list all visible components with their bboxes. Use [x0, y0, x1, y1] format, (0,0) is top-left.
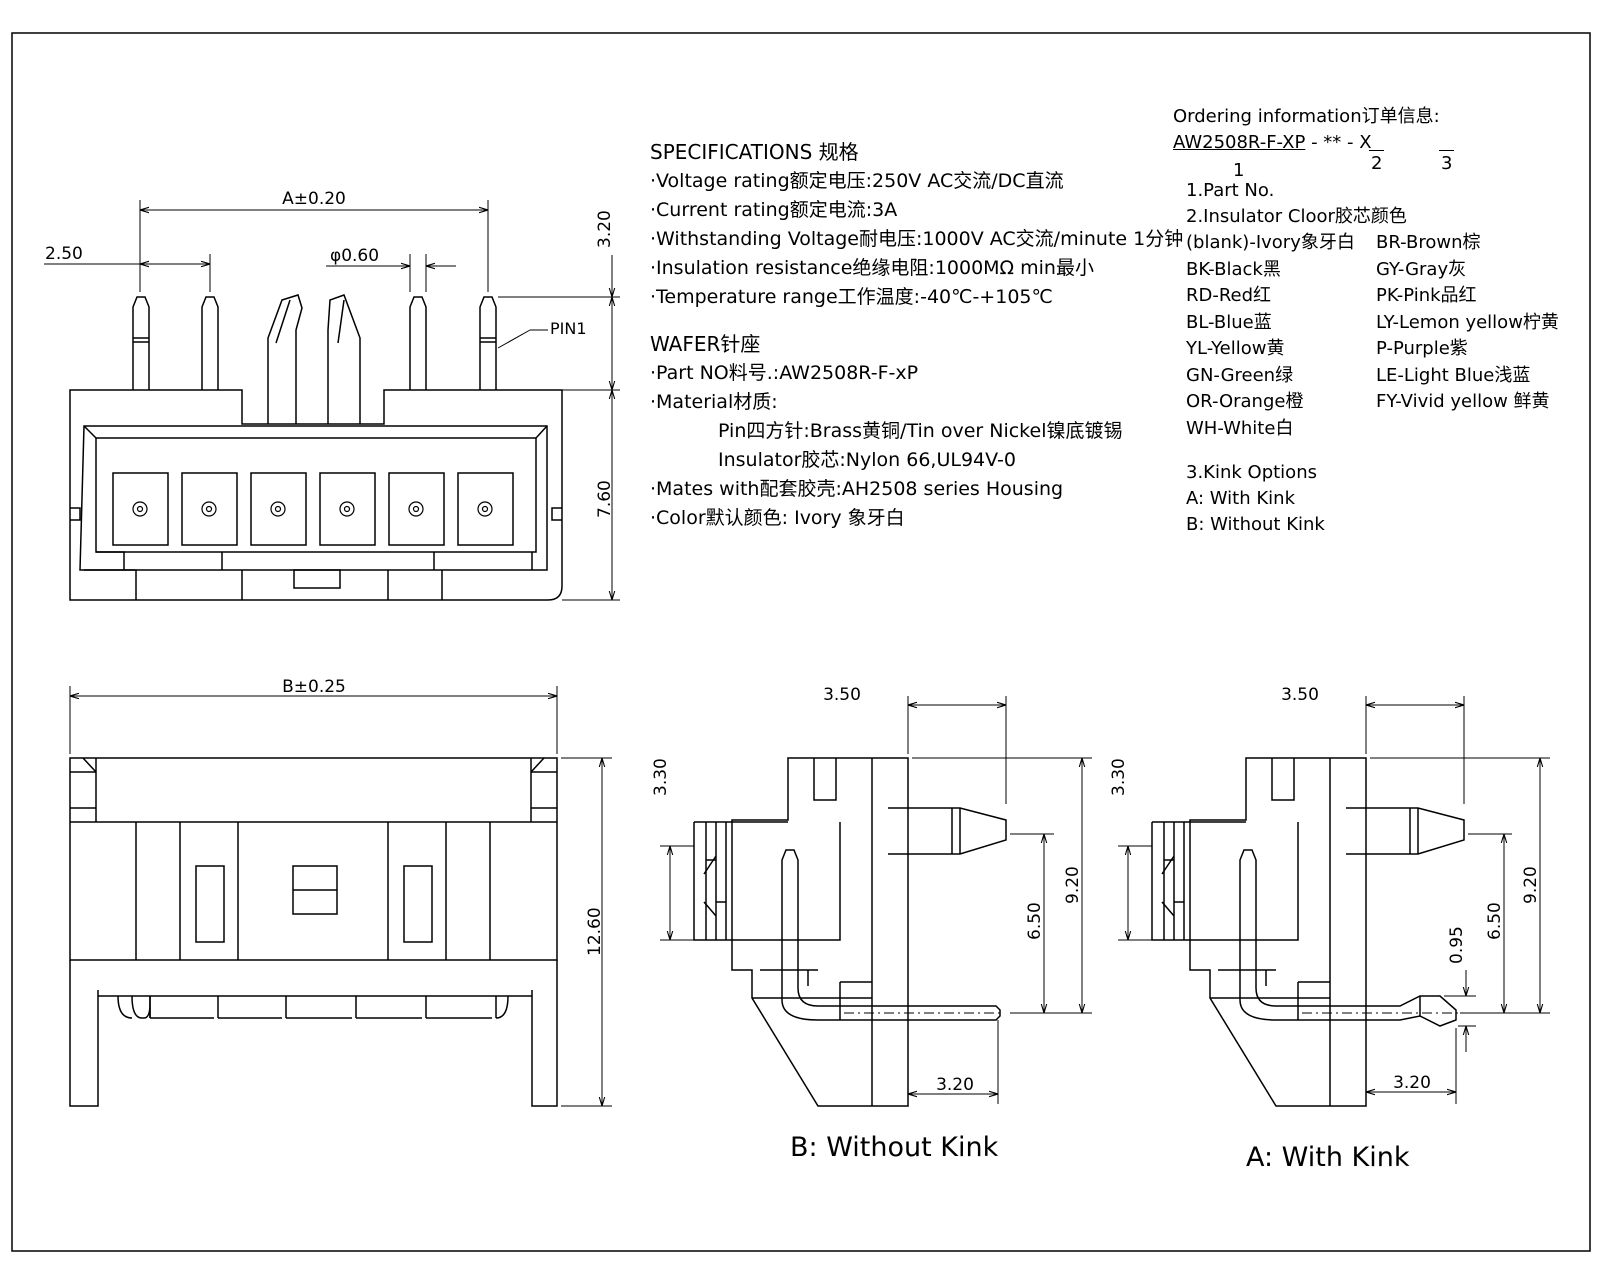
dim-pin-row-b: 6.50	[1025, 902, 1045, 940]
color-left-1: BK-Black黑	[1186, 258, 1281, 280]
specifications-title: SPECIFICATIONS 规格	[650, 140, 859, 164]
dim-total-height-b: 9.20	[1063, 866, 1083, 904]
kink-option-b: B: Without Kink	[1186, 514, 1325, 535]
side-view-with-kink	[1151, 757, 1465, 1107]
kink-option-a: A: With Kink	[1186, 488, 1296, 509]
color-right-0: BR-Brown棕	[1376, 232, 1481, 253]
color-left-4: YL-Yellow黄	[1186, 338, 1285, 359]
spec-voltage: ·Voltage rating额定电压:250V AC交流/DC直流	[650, 170, 1064, 192]
dim-top-depth-a: 3.50	[1281, 685, 1319, 705]
dim-pin-height: 3.20	[595, 210, 615, 248]
dim-tail-a: 3.20	[1393, 1073, 1431, 1093]
spec-withstanding: ·Withstanding Voltage耐电压:1000V AC交流/minu…	[650, 228, 1184, 250]
color-right-3: LY-Lemon yellow柠黄	[1376, 311, 1559, 333]
spec-insulation: ·Insulation resistance绝缘电阻:1000MΩ min最小	[650, 257, 1094, 279]
front-view	[69, 294, 563, 601]
dim-latch-b: 3.30	[651, 758, 671, 796]
dim-a: A±0.20	[282, 189, 346, 209]
side-a-dims	[1118, 696, 1550, 1104]
wafer-part-no: ·Part NO料号.:AW2508R-F-xP	[650, 362, 919, 384]
label-pin1: PIN1	[550, 319, 587, 338]
color-options: (blank)-Ivory象牙白 BR-Brown棕 BK-Black黑 GY-…	[1186, 230, 1593, 442]
ordering-index-1: 1	[1233, 160, 1245, 181]
ordering-code-part: AW2508R-F-XP	[1173, 132, 1306, 153]
dim-tail-b: 3.20	[936, 1075, 974, 1095]
top-view-dims	[69, 686, 612, 1107]
dim-side-height: 12.60	[585, 907, 605, 956]
kink-options-title: 3.Kink Options	[1186, 462, 1317, 483]
color-right-6: FY-Vivid yellow 鲜黄	[1376, 391, 1550, 412]
spec-current: ·Current rating额定电流:3A	[650, 199, 898, 221]
caption-with-kink: A: With Kink	[1246, 1142, 1410, 1173]
ordering-index-row: 1 2 3	[1173, 150, 1593, 181]
dim-kink: 0.95	[1447, 926, 1467, 964]
wafer-material: ·Material材质:	[650, 391, 778, 413]
dim-total-height-a: 9.20	[1521, 866, 1541, 904]
color-right-2: PK-Pink品红	[1376, 285, 1477, 306]
wafer-pin: Pin四方针:Brass黄铜/Tin over Nickel镍底镀锡	[718, 420, 1123, 442]
wafer-insulator: Insulator胶芯:Nylon 66,UL94V-0	[718, 449, 1016, 471]
ordering-title: Ordering information订单信息:	[1173, 106, 1440, 127]
drawing-border	[11, 32, 1591, 1252]
wafer-title: WAFER针座	[650, 332, 761, 356]
dim-latch-a: 3.30	[1109, 758, 1129, 796]
color-left-2: RD-Red红	[1186, 285, 1272, 306]
dim-pin-diameter: φ0.60	[330, 246, 379, 266]
color-right-1: GY-Gray灰	[1376, 258, 1467, 280]
ordering-code: AW2508R-F-XP - ** - X	[1173, 130, 1593, 156]
color-right-5: LE-Light Blue浅蓝	[1376, 364, 1531, 386]
ordering-index-2: 2	[1369, 150, 1385, 177]
specifications-block: SPECIFICATIONS 规格 ·Voltage rating额定电压:25…	[650, 136, 1184, 533]
color-left-0: (blank)-Ivory象牙白	[1186, 232, 1355, 253]
ordering-block: Ordering information订单信息: AW2508R-F-XP -…	[1173, 104, 1593, 538]
wafer-color: ·Color默认颜色: Ivory 象牙白	[650, 507, 905, 529]
ordering-item-1: 1.Part No.	[1186, 180, 1275, 201]
ordering-index-3: 3	[1439, 150, 1455, 177]
dim-pitch: 2.50	[45, 244, 83, 264]
color-right-4: P-Purple紫	[1376, 338, 1468, 359]
front-view-dims	[44, 200, 620, 601]
top-view	[69, 757, 558, 1107]
spec-temperature: ·Temperature range工作温度:-40℃-+105℃	[650, 286, 1053, 308]
dim-pin-row-a: 6.50	[1485, 902, 1505, 940]
color-left-3: BL-Blue蓝	[1186, 311, 1272, 333]
side-view-without-kink	[693, 757, 1007, 1107]
wafer-mates: ·Mates with配套胶壳:AH2508 series Housing	[650, 478, 1064, 500]
ordering-code-rest: - ** - X	[1305, 132, 1372, 153]
ordering-item-2: 2.Insulator Cloor胶芯颜色	[1186, 206, 1407, 227]
dim-top-depth-b: 3.50	[823, 685, 861, 705]
side-b-dims	[660, 696, 1092, 1104]
dim-b: B±0.25	[282, 677, 346, 697]
color-left-6: OR-Orange橙	[1186, 391, 1304, 412]
color-left-5: GN-Green绿	[1186, 364, 1294, 386]
color-left-7: WH-White白	[1186, 417, 1294, 439]
dim-body-height: 7.60	[595, 480, 615, 518]
caption-without-kink: B: Without Kink	[790, 1132, 999, 1163]
